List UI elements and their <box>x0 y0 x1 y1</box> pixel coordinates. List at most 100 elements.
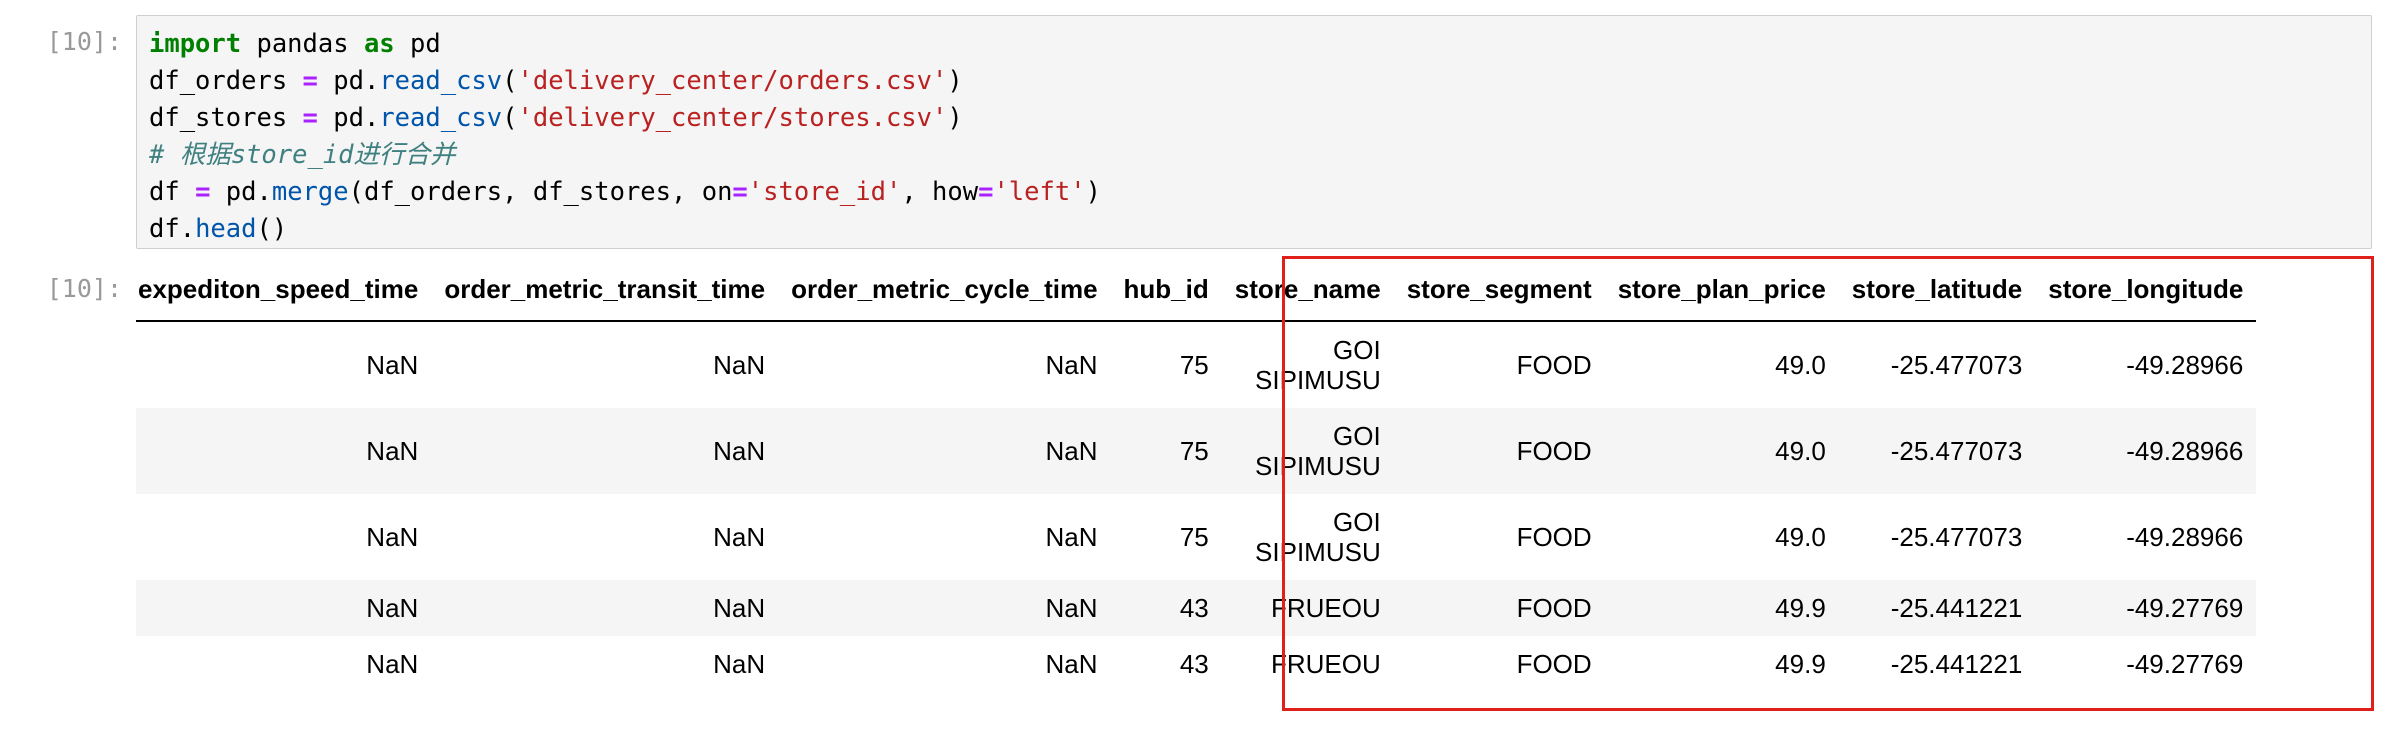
code-token: ( <box>502 66 518 96</box>
code-token: = <box>978 177 994 207</box>
code-token: 'delivery_center/orders.csv' <box>517 66 948 96</box>
code-line: # 根据store_id进行合并 <box>149 137 2359 174</box>
table-cell-order-metric-cycle-time: NaN <box>778 636 1111 692</box>
code-token: ( <box>502 103 518 133</box>
code-token: # 根据store_id进行合并 <box>149 140 456 170</box>
table-cell-store-segment: FOOD <box>1393 408 1605 494</box>
code-token: , how <box>901 177 979 207</box>
code-token: pd. <box>317 66 380 96</box>
table-cell-store-plan-price: 49.9 <box>1604 580 1839 636</box>
table-cell-expediton-speed-time: NaN <box>136 580 432 636</box>
table-cell-store-plan-price: 49.0 <box>1604 494 1839 580</box>
code-token: as <box>363 29 395 59</box>
code-token: df. <box>149 214 196 244</box>
code-line: import pandas as pd <box>149 26 2359 63</box>
code-token: 'store_id' <box>747 177 902 207</box>
code-token: df_orders <box>149 66 303 96</box>
code-token: ) <box>1085 177 1101 207</box>
table-cell-hub-id: 75 <box>1110 321 1222 408</box>
code-token: = <box>302 103 318 133</box>
table-cell-store-longitude: -49.27769 <box>2035 580 2257 636</box>
table-cell-store-segment: FOOD <box>1393 580 1605 636</box>
code-token: df <box>149 177 196 207</box>
table-cell-store-plan-price: 49.0 <box>1604 321 1839 408</box>
code-token: read_csv <box>379 66 503 96</box>
table-cell-order-metric-cycle-time: NaN <box>778 408 1111 494</box>
table-cell-order-metric-transit-time: NaN <box>431 494 779 580</box>
table-cell-store-longitude: -49.28966 <box>2035 321 2257 408</box>
table-cell-order-metric-transit-time: NaN <box>431 580 779 636</box>
code-token: = <box>302 66 318 96</box>
code-token: pd. <box>317 103 380 133</box>
table-cell-store-latitude: -25.441221 <box>1838 580 2036 636</box>
code-token: pandas <box>241 29 364 59</box>
code-token: pd <box>394 29 441 59</box>
table-cell-store-name: GOI SIPIMUSU <box>1221 494 1394 580</box>
code-token: read_csv <box>379 103 503 133</box>
table-cell-store-longitude: -49.28966 <box>2035 494 2257 580</box>
output-prompt: [10]: <box>46 274 122 303</box>
column-header: store_segment <box>1393 258 1605 322</box>
table-cell-hub-id: 75 <box>1110 494 1222 580</box>
table-cell-expediton-speed-time: NaN <box>136 494 432 580</box>
table-cell-store-latitude: -25.477073 <box>1838 408 2036 494</box>
column-header: order_metric_cycle_time <box>778 258 1111 322</box>
table-cell-store-name: FRUEOU <box>1221 580 1394 636</box>
column-header: store_latitude <box>1838 258 2036 322</box>
table-cell-store-latitude: -25.477073 <box>1838 321 2036 408</box>
column-header: expediton_speed_time <box>136 258 432 322</box>
column-header: store_longitude <box>2035 258 2257 322</box>
code-line: df = pd.merge(df_orders, df_stores, on='… <box>149 174 2359 211</box>
code-token: pd. <box>210 177 272 207</box>
table-cell-hub-id: 43 <box>1110 636 1222 692</box>
table-cell-hub-id: 43 <box>1110 580 1222 636</box>
code-token: ) <box>947 103 963 133</box>
table-cell-store-name: FRUEOU <box>1221 636 1394 692</box>
table-cell-expediton-speed-time: NaN <box>136 321 432 408</box>
code-token: (df_orders, df_stores, on <box>348 177 733 207</box>
table-cell-expediton-speed-time: NaN <box>136 636 432 692</box>
code-token: df_stores <box>149 103 303 133</box>
output-area: expediton_speed_time order_metric_transi… <box>136 258 2372 718</box>
table-cell-store-longitude: -49.27769 <box>2035 636 2257 692</box>
input-prompt: [10]: <box>46 27 122 56</box>
table-cell-store-plan-price: 49.9 <box>1604 636 1839 692</box>
code-token: 'left' <box>993 177 1086 207</box>
column-header: store_plan_price <box>1604 258 1839 322</box>
code-line: df.head() <box>149 211 2359 248</box>
table-cell-hub-id: 75 <box>1110 408 1222 494</box>
table-cell-order-metric-cycle-time: NaN <box>778 494 1111 580</box>
code-token: merge <box>271 177 349 207</box>
column-header: hub_id <box>1110 258 1222 322</box>
code-token: import <box>149 29 242 59</box>
table-cell-store-latitude: -25.477073 <box>1838 494 2036 580</box>
table-cell-order-metric-cycle-time: NaN <box>778 580 1111 636</box>
column-header: order_metric_transit_time <box>431 258 779 322</box>
table-cell-store-name: GOI SIPIMUSU <box>1221 321 1394 408</box>
code-token: () <box>256 214 288 244</box>
table-cell-order-metric-cycle-time: NaN <box>778 321 1111 408</box>
column-header: store_name <box>1221 258 1394 322</box>
code-line: df_orders = pd.read_csv('delivery_center… <box>149 63 2359 100</box>
table-cell-order-metric-transit-time: NaN <box>431 636 779 692</box>
table-header-row: expediton_speed_time order_metric_transi… <box>136 258 2257 322</box>
table-cell-store-segment: FOOD <box>1393 494 1605 580</box>
code-token: = <box>195 177 211 207</box>
code-token: = <box>732 177 748 207</box>
code-line: df_stores = pd.read_csv('delivery_center… <box>149 100 2359 137</box>
code-token: 'delivery_center/stores.csv' <box>517 103 948 133</box>
code-token: head <box>195 214 257 244</box>
table-cell-store-plan-price: 49.0 <box>1604 408 1839 494</box>
table-cell-store-segment: FOOD <box>1393 636 1605 692</box>
table-cell-expediton-speed-time: NaN <box>136 408 432 494</box>
table-cell-order-metric-transit-time: NaN <box>431 321 779 408</box>
table-cell-store-latitude: -25.441221 <box>1838 636 2036 692</box>
table-cell-order-metric-transit-time: NaN <box>431 408 779 494</box>
dataframe-table: expediton_speed_time order_metric_transi… <box>136 258 2257 692</box>
